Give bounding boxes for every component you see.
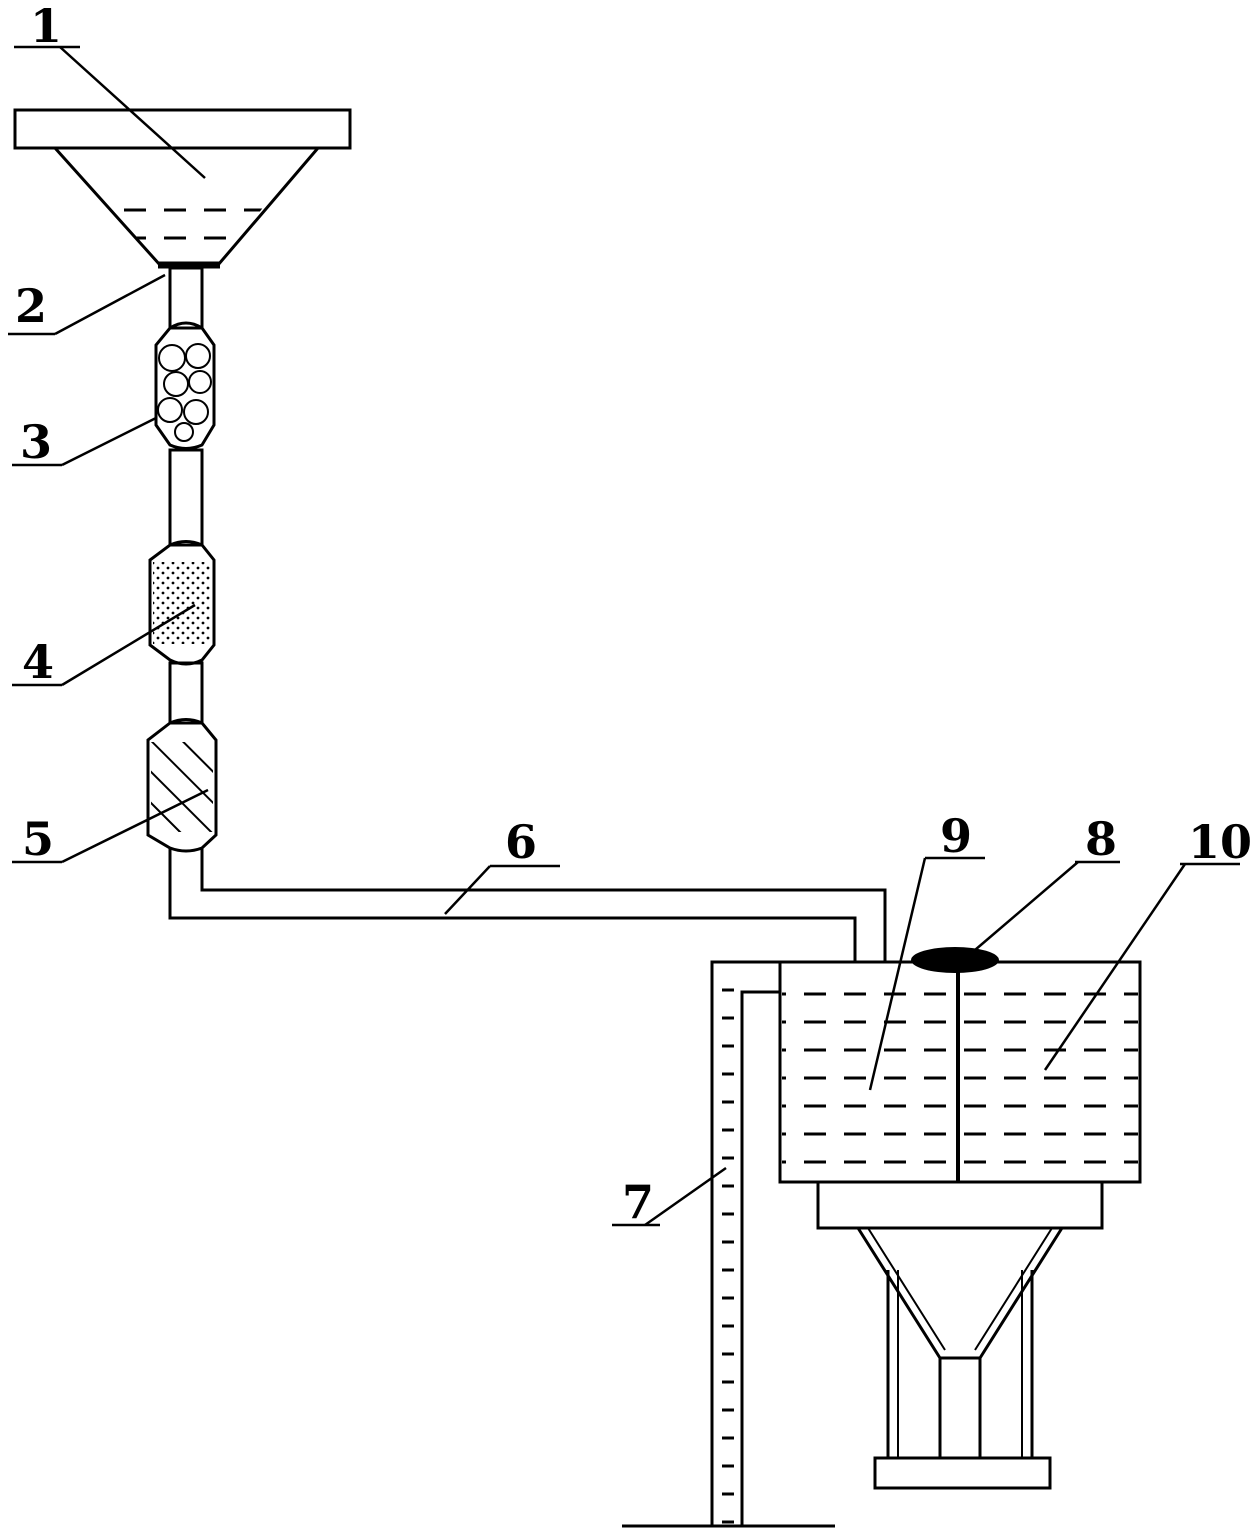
label-5: 5: [12, 788, 209, 866]
label-6-leader: [444, 865, 491, 915]
sphere: [163, 371, 189, 397]
sphere-filter: [154, 321, 216, 450]
label-2-leader: [54, 273, 166, 336]
sphere: [185, 343, 211, 369]
label-3-text: 3: [20, 415, 52, 469]
label-4: 4: [12, 603, 196, 689]
vertical-pipe: [168, 266, 204, 725]
stand-column: [938, 1356, 982, 1460]
dotted-filter-body: [148, 540, 216, 666]
pipe-segment-1: [168, 266, 204, 330]
sphere: [188, 370, 212, 394]
label-10-leader: [1043, 863, 1187, 1071]
hatched-filter: [146, 718, 218, 853]
stand-top-plate: [816, 1180, 1104, 1230]
sphere: [174, 422, 194, 442]
top-tank-cover: [13, 108, 352, 150]
label-4-text: 4: [22, 635, 54, 689]
label-4-leader: [61, 603, 196, 687]
pipe-segment-3: [168, 661, 204, 725]
label-8-text: 8: [1085, 812, 1117, 866]
top-tank: [13, 108, 352, 269]
label-6-text: 6: [505, 815, 537, 869]
measuring-column: [622, 960, 835, 1528]
label-1: 1: [14, 0, 206, 179]
label-8: 8: [974, 812, 1120, 951]
connecting-pipe-inner: [200, 848, 887, 962]
hatched-filter-fill: [151, 742, 213, 832]
label-5-text: 5: [22, 812, 54, 866]
label-7: 7: [612, 1166, 727, 1229]
sphere: [157, 397, 183, 423]
label-3: 3: [12, 415, 157, 469]
dotted-filter-fill: [153, 562, 211, 644]
stand-funnel-inner: [867, 1227, 1053, 1351]
measuring-column-water: [714, 965, 740, 1525]
tank-stand: [816, 1180, 1104, 1490]
label-5-leader: [61, 788, 209, 864]
sphere: [183, 399, 209, 425]
sphere-filter-body: [154, 321, 216, 450]
label-10: 10: [1043, 815, 1252, 1071]
label-1-text: 1: [30, 0, 62, 53]
label-7-leader: [644, 1166, 727, 1227]
pipe-segment-2: [168, 448, 204, 547]
label-7-text: 7: [622, 1175, 654, 1229]
connecting-pipe: [168, 848, 887, 962]
dotted-filter: [148, 540, 216, 666]
label-6: 6: [444, 815, 560, 915]
label-8-leader: [974, 861, 1079, 951]
lower-tank: [778, 947, 1142, 1184]
top-tank-water: [110, 205, 265, 265]
connecting-pipe-outer: [168, 848, 857, 962]
label-9: 9: [868, 809, 985, 1091]
stand-base: [873, 1456, 1052, 1490]
label-1-leader: [59, 46, 206, 179]
sphere: [158, 344, 186, 372]
label-10-text: 10: [1188, 815, 1252, 869]
measuring-column-body: [710, 960, 780, 1525]
partition-plug: [911, 947, 999, 973]
label-9-text: 9: [940, 809, 972, 863]
label-2: 2: [8, 273, 166, 336]
label-9-leader: [868, 857, 927, 1091]
label-3-leader: [61, 416, 157, 467]
label-2-text: 2: [15, 279, 47, 333]
